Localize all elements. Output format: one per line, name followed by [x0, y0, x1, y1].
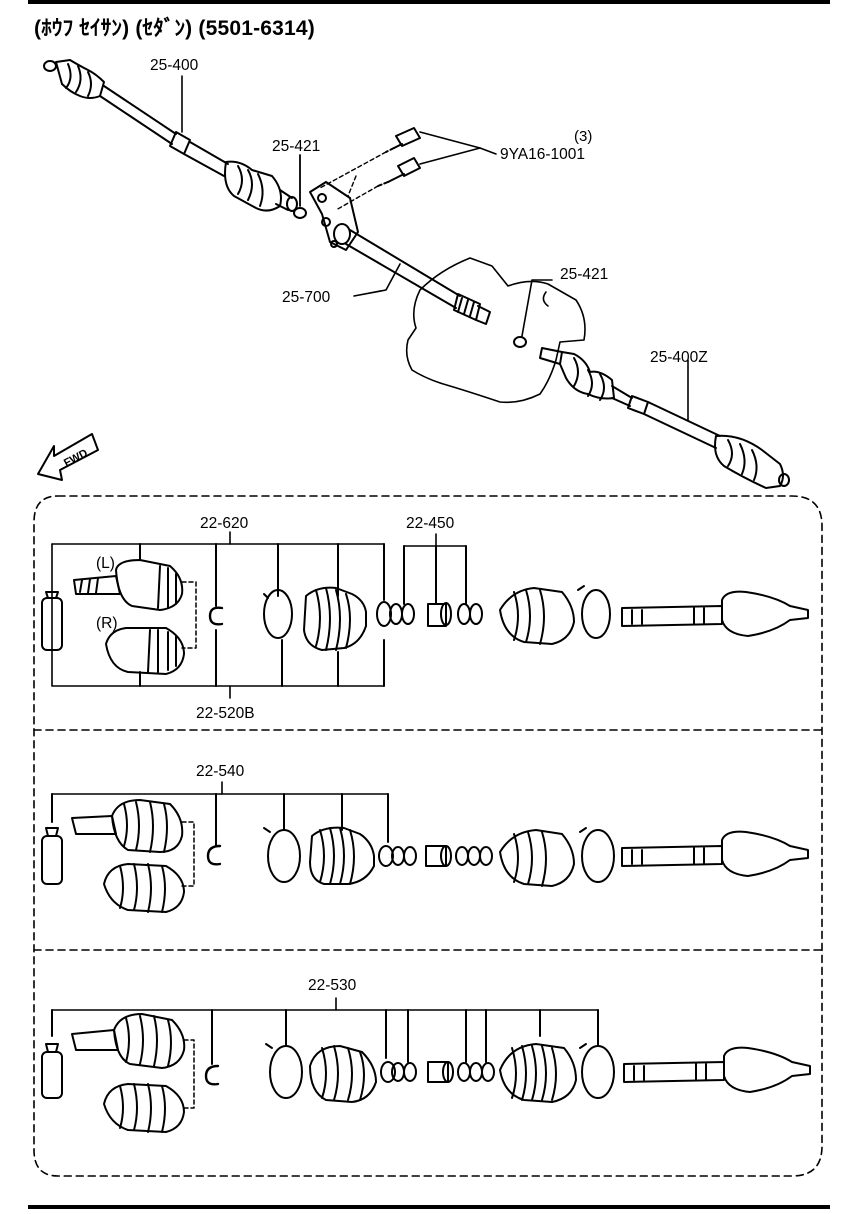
- bottom-rule: [28, 1205, 830, 1209]
- label-side-right: (R): [96, 615, 118, 632]
- bearing-bracket-bolts[interactable]: [319, 127, 497, 211]
- right-drive-shaft[interactable]: [539, 347, 790, 489]
- label-clip-upper: 25-421: [272, 138, 320, 155]
- transmission-outline: [405, 257, 586, 404]
- kit-panels-frame: [33, 495, 823, 1177]
- label-joint-shaft: 25-700: [282, 289, 331, 306]
- label-22-530: 22-530: [308, 977, 357, 994]
- label-22-520b: 22-520B: [196, 705, 255, 722]
- clip-upper[interactable]: [293, 154, 307, 219]
- label-bolt: 9YA16-1001: [500, 146, 585, 163]
- top-rule: [28, 0, 830, 4]
- label-22-540: 22-540: [196, 763, 245, 780]
- fwd-label: FWD: [62, 447, 90, 469]
- label-bolt-qty: (3): [574, 128, 592, 145]
- label-22-620: 22-620: [200, 515, 249, 532]
- left-drive-shaft[interactable]: [43, 59, 298, 212]
- label-22-450: 22-450: [406, 515, 455, 532]
- panel-3-kit[interactable]: [41, 997, 811, 1133]
- panel-2-kit[interactable]: [41, 781, 809, 913]
- label-clip-lower: 25-421: [560, 266, 608, 283]
- label-shaft-left: 25-400: [150, 57, 199, 74]
- label-side-left: (L): [96, 555, 115, 572]
- joint-shaft-bracket[interactable]: [309, 181, 491, 325]
- clip-lower[interactable]: [513, 279, 553, 348]
- panel-1-kit[interactable]: [41, 531, 809, 699]
- page-title: (ﾎｳﾌ ｾｲｻﾝ) (ｾﾀﾞﾝ) (5501-6314): [34, 17, 315, 40]
- label-shaft-right: 25-400Z: [650, 349, 708, 366]
- fwd-arrow-icon: [37, 433, 99, 481]
